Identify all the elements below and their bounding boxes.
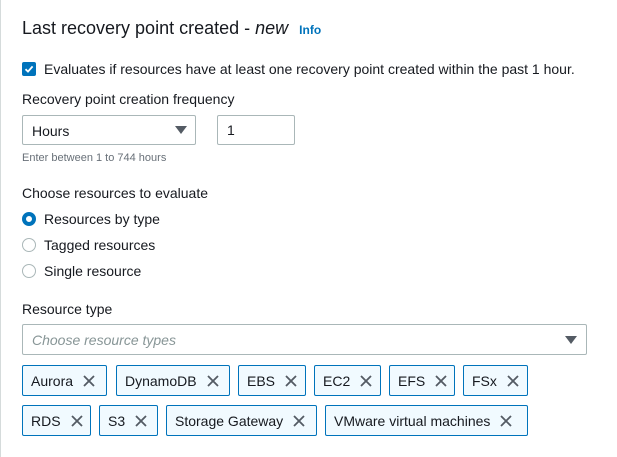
token-dynamodb: DynamoDB (116, 365, 230, 396)
close-icon[interactable] (499, 414, 513, 428)
panel-border (0, 0, 1, 457)
frequency-unit-select[interactable]: Hours (22, 115, 196, 145)
resource-type-label: Resource type (22, 301, 113, 317)
token-label: EC2 (323, 372, 351, 389)
radio-button[interactable] (22, 212, 36, 226)
check-icon (24, 65, 34, 73)
info-link[interactable]: Info (299, 23, 322, 37)
token-label: DynamoDB (125, 372, 197, 389)
resource-type-placeholder: Choose resource types (32, 332, 176, 348)
close-icon[interactable] (359, 374, 373, 388)
frequency-amount-input[interactable] (217, 115, 295, 145)
token-vmware-virtual-machines: VMware virtual machines (325, 405, 528, 436)
token-label: FSx (472, 372, 497, 389)
token-label: Aurora (31, 372, 74, 389)
radio-single-resource[interactable]: Single resource (22, 263, 141, 279)
caret-down-icon (175, 126, 187, 134)
close-icon[interactable] (206, 374, 220, 388)
token-rds: RDS (22, 405, 91, 436)
token-label: Storage Gateway (175, 412, 284, 429)
token-aurora: Aurora (22, 365, 107, 396)
token-efs: EFS (389, 365, 455, 396)
radio-label: Single resource (44, 263, 142, 279)
close-icon[interactable] (292, 414, 306, 428)
radio-tagged-resources[interactable]: Tagged resources (22, 237, 155, 253)
caret-down-icon[interactable] (565, 336, 577, 344)
token-s3: S3 (99, 405, 158, 436)
close-icon[interactable] (506, 374, 520, 388)
resource-type-multiselect[interactable]: Choose resource types (22, 324, 587, 355)
frequency-unit-value: Hours (32, 123, 70, 139)
close-icon[interactable] (284, 374, 298, 388)
close-icon[interactable] (82, 374, 96, 388)
frequency-label: Recovery point creation frequency (22, 91, 235, 107)
token-storage-gateway: Storage Gateway (166, 405, 317, 436)
resources-label: Choose resources to evaluate (22, 185, 208, 201)
evaluation-checkbox[interactable] (22, 62, 36, 76)
evaluation-checkbox-label: Evaluates if resources have at least one… (44, 61, 575, 77)
token-label: EBS (247, 372, 276, 389)
token-label: VMware virtual machines (334, 412, 491, 429)
token-ec2: EC2 (314, 365, 381, 396)
close-icon[interactable] (70, 414, 84, 428)
token-label: EFS (398, 372, 426, 389)
radio-button[interactable] (22, 238, 36, 252)
section-title: Last recovery point created - new Info (22, 18, 321, 39)
token-fsx: FSx (463, 365, 528, 396)
close-icon[interactable] (134, 414, 148, 428)
radio-label: Resources by type (44, 211, 160, 227)
radio-label: Tagged resources (44, 237, 156, 253)
frequency-hint: Enter between 1 to 744 hours (22, 152, 167, 164)
evaluation-checkbox-row[interactable]: Evaluates if resources have at least one… (22, 61, 575, 77)
token-label: S3 (108, 412, 126, 429)
title-text: Last recovery point created - (22, 18, 256, 38)
title-new-tag: new (255, 18, 289, 38)
token-label: RDS (31, 412, 61, 429)
radio-resources-by-type[interactable]: Resources by type (22, 211, 160, 227)
close-icon[interactable] (434, 374, 448, 388)
radio-button[interactable] (22, 264, 36, 278)
token-ebs: EBS (238, 365, 306, 396)
